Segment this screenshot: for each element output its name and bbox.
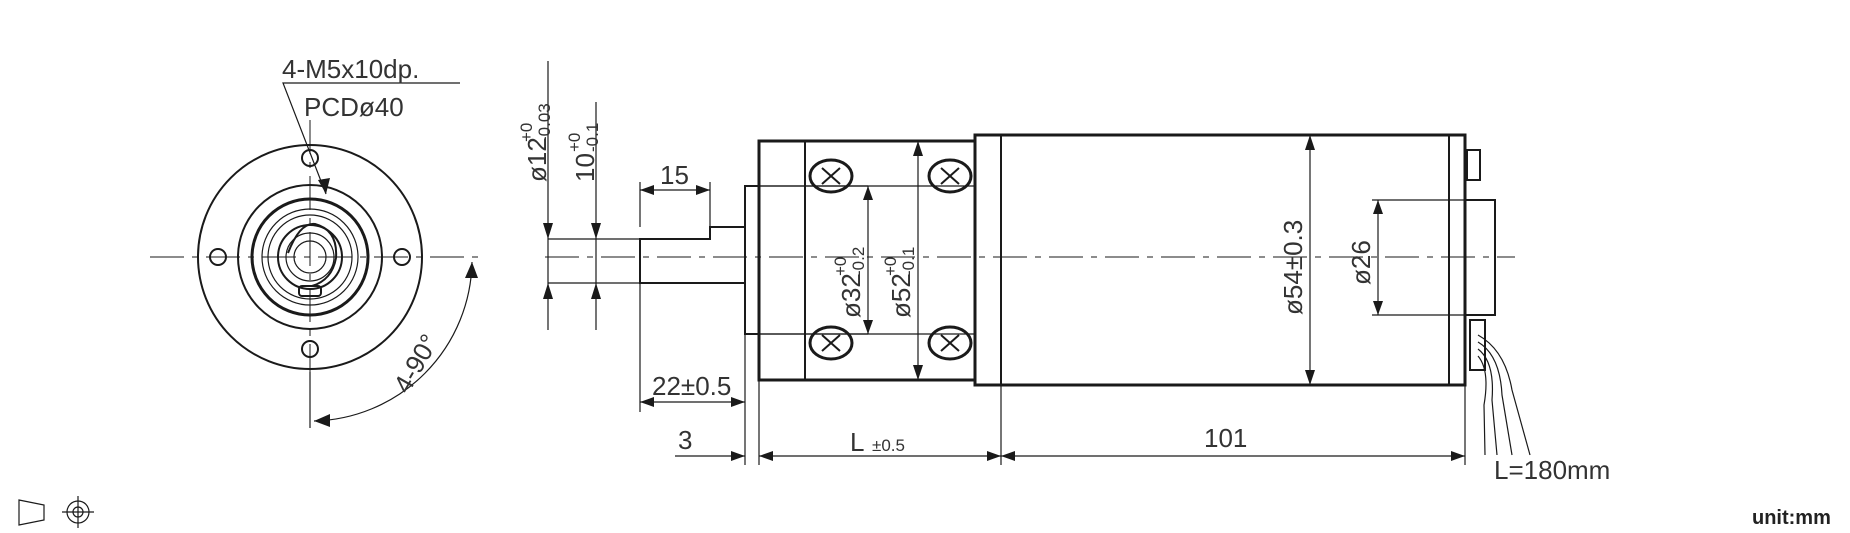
svg-text:ø52: ø52	[886, 273, 916, 318]
shaft-diameter-dim: ø12 +0 -0.03	[517, 103, 554, 182]
screw-head-icon	[808, 158, 854, 194]
lead-length-note: L=180mm	[1494, 455, 1610, 485]
flat-length-dim: 15	[660, 160, 689, 190]
pilot-length-dim: 3	[678, 425, 692, 455]
svg-text:L: L	[850, 427, 864, 457]
pilot-diameter-dim: ø32 +0 -0.2	[831, 247, 868, 318]
hole-note: 4-M5x10dp.	[282, 54, 419, 84]
svg-text:-0.2: -0.2	[849, 247, 868, 276]
pcd-note: PCDø40	[304, 92, 404, 122]
svg-text:-0.1: -0.1	[583, 123, 602, 152]
screw-head-icon	[927, 325, 973, 361]
dimension-lines	[543, 61, 1466, 465]
svg-text:ø32: ø32	[836, 273, 866, 318]
motor-length-dim: 101	[1204, 423, 1247, 453]
shaft-flat-dim: 10 +0 -0.1	[565, 123, 602, 182]
first-angle-projection-icon	[18, 496, 94, 528]
motor-diameter-dim: ø54±0.3	[1278, 220, 1308, 315]
gearbox-length-dim: L ±0.5	[850, 427, 905, 457]
svg-text:+0: +0	[517, 123, 536, 142]
rear-boss-diameter-dim: ø26	[1346, 240, 1376, 285]
flange-diameter-dim: ø52 +0 -0.1	[881, 247, 918, 318]
svg-text:±0.5: ±0.5	[872, 436, 905, 455]
side-view	[545, 133, 1531, 456]
svg-text:+0: +0	[881, 257, 900, 276]
svg-text:+0: +0	[565, 133, 584, 152]
screw-head-icon	[808, 325, 854, 361]
svg-text:+0: +0	[831, 257, 850, 276]
unit-label: unit:mm	[1752, 507, 1831, 529]
angle-note: 4-90°	[387, 329, 444, 398]
shaft-length-dim: 22±0.5	[652, 371, 731, 401]
svg-text:-0.03: -0.03	[535, 103, 554, 142]
svg-text:-0.1: -0.1	[899, 247, 918, 276]
svg-text:ø12: ø12	[522, 137, 552, 182]
screw-head-icon	[927, 158, 973, 194]
svg-text:10: 10	[570, 153, 600, 182]
front-view	[150, 82, 480, 428]
